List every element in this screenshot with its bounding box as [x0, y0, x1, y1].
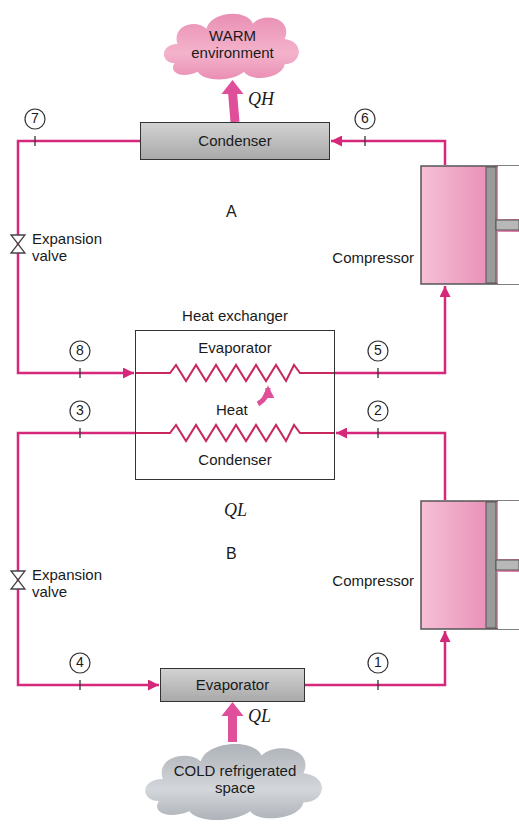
arrowhead: [222, 702, 244, 716]
valve-label: Expansion valve: [32, 230, 102, 265]
heat-label: Heat: [216, 401, 248, 418]
heat-arrow: [258, 388, 268, 404]
state-circle: [355, 109, 375, 129]
coil-label: Condenser: [136, 451, 334, 468]
heat-flow-arrow: [228, 714, 237, 742]
condenser-box: Condenser: [140, 122, 330, 160]
cold-space-cloud: COLD refrigerated space: [140, 735, 330, 823]
heat-symbol: QL: [222, 500, 249, 521]
refrigerant-line: [305, 631, 445, 685]
component-label: Evaporator: [196, 676, 269, 693]
refrigerant-line: [331, 141, 445, 165]
cycle-letter: A: [226, 203, 237, 221]
refrigerant-line: [335, 286, 445, 373]
state-circle: [70, 653, 90, 673]
expansion-valve-symbol: [11, 235, 25, 589]
heading-label: Heat exchanger: [136, 307, 334, 324]
cylinder-shape: [420, 500, 519, 630]
refrigerant-line: [18, 141, 140, 373]
state-number: 8: [70, 342, 90, 358]
refrigerant-line: [336, 433, 445, 500]
state-number: 2: [368, 402, 388, 418]
coil: [135, 365, 335, 441]
component-label: Condenser: [198, 132, 271, 149]
compressor-cylinder: Compressor: [420, 165, 519, 285]
state-number: 6: [355, 110, 375, 126]
component-label: Compressor: [332, 249, 414, 266]
cycle-letter: B: [226, 545, 237, 563]
heat-symbol: QH: [246, 89, 276, 110]
compressor-cylinder: Compressor: [420, 500, 519, 630]
cloud-label: WARM environment: [183, 27, 283, 62]
arrowhead: [222, 80, 244, 94]
state-circle: [368, 341, 388, 361]
coil-label: Evaporator: [136, 339, 334, 356]
cylinder-shape: [420, 165, 519, 285]
state-number: 4: [70, 654, 90, 670]
evaporator-box: Evaporator: [160, 668, 305, 702]
heat-symbol: QL: [246, 706, 273, 727]
component-label: Compressor: [332, 572, 414, 589]
state-point-ticks: [35, 136, 378, 690]
state-number: 3: [70, 402, 90, 418]
state-circle: [70, 341, 90, 361]
state-number: 5: [368, 342, 388, 358]
state-number: 1: [368, 654, 388, 670]
state-number: 7: [25, 110, 45, 126]
heat-exchanger-box: Heat exchangerEvaporatorHeatCondenser: [135, 330, 335, 480]
state-circle: [70, 401, 90, 421]
state-circle: [368, 653, 388, 673]
heat-flow-arrow: [233, 92, 236, 122]
refrigerant-line: [18, 433, 159, 685]
valve-label: Expansion valve: [32, 566, 102, 601]
state-circle: [25, 109, 45, 129]
cloud-label: COLD refrigerated space: [168, 762, 303, 797]
state-circle: [368, 401, 388, 421]
warm-environment-cloud: WARM environment: [160, 6, 305, 82]
